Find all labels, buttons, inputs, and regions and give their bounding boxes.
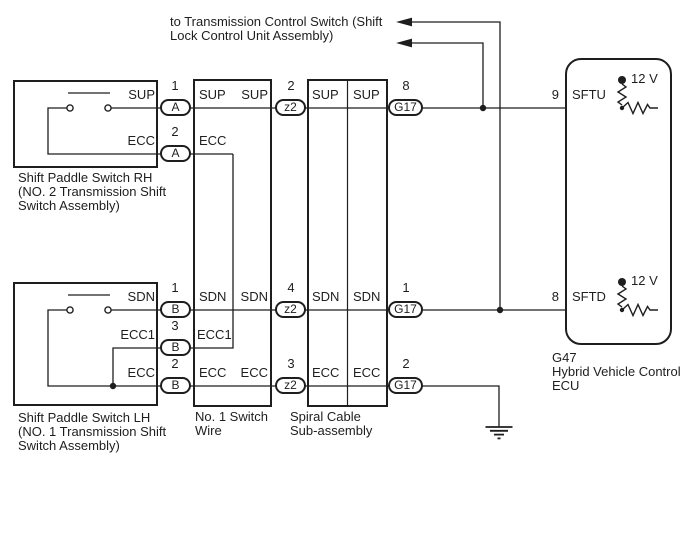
spiral-ecc-right: ECC: [353, 365, 381, 380]
connector-z2-pin2: z2: [275, 99, 306, 116]
switch-contact-lh-left: [66, 306, 74, 314]
connector-z2-pin4: z2: [275, 301, 306, 318]
connector-b-pin2: B: [160, 377, 191, 394]
lh-signal-ecc: ECC: [127, 365, 155, 380]
rh-signal-sup: SUP: [128, 87, 155, 102]
arrow-left-icon-top: [396, 17, 412, 27]
ecu-pin-9: 9: [551, 87, 559, 102]
wire-rh-switch-to-ecc: [47, 107, 233, 155]
ecu-box: [565, 58, 672, 345]
switch-lh-caption-3: Switch Assembly): [18, 438, 120, 453]
pin-number-b3: 3: [171, 318, 179, 333]
switch-contact-lh-right: [104, 306, 112, 314]
wirebox-ecc-left: ECC: [199, 133, 227, 148]
wirebox-sdn-left: SDN: [199, 289, 227, 304]
wirebox-sup-right: SUP: [241, 87, 268, 102]
ecu-caption-2: Hybrid Vehicle Control: [552, 364, 681, 379]
ecu-signal-sftd: SFTD: [572, 289, 606, 304]
switch-rh-box: [13, 80, 158, 168]
resistor-node-sftu: [619, 105, 625, 111]
spiral-sup-left: SUP: [312, 87, 339, 102]
switch-rh-caption-1: Shift Paddle Switch RH: [18, 170, 153, 185]
ecu-pin-8: 8: [551, 289, 559, 304]
wire-arrow-bottom: [410, 42, 484, 108]
pin-number-a1: 1: [171, 78, 179, 93]
spiral-sdn-right: SDN: [353, 289, 381, 304]
spiral-cable-caption-2: Sub-assembly: [290, 423, 373, 438]
lh-signal-ecc1: ECC1: [120, 327, 155, 342]
supply-dot-sftu: [618, 76, 626, 84]
ecu-supply-sftu: 12 V: [631, 71, 658, 86]
junction-dot-ecc: [109, 382, 117, 390]
ecu-signal-sftu: SFTU: [572, 87, 606, 102]
rh-signal-ecc: ECC: [127, 133, 155, 148]
wirebox-eccb-left: ECC: [199, 365, 227, 380]
spiral-cable-box: [307, 79, 388, 407]
switch-lh-caption-2: (NO. 1 Transmission Shift: [18, 424, 167, 439]
switch-lh-box: [13, 282, 158, 406]
ecu-supply-sftd: 12 V: [631, 273, 658, 288]
pin-number-z2-3: 3: [287, 356, 295, 371]
connector-g17-pin8: G17: [388, 99, 423, 116]
pin-number-g17-2: 2: [402, 356, 410, 371]
supply-dot-sftd: [618, 278, 626, 286]
spiral-sdn-left: SDN: [312, 289, 340, 304]
wire-lh-switch-to-ecc-and-ground: [47, 309, 500, 427]
wirebox-sup-left: SUP: [199, 87, 226, 102]
switch-lh-caption-1: Shift Paddle Switch LH: [18, 410, 151, 425]
pin-number-b1: 1: [171, 280, 179, 295]
lh-signal-sdn: SDN: [127, 289, 155, 304]
wire-arrow-top: [410, 21, 501, 310]
pin-number-a2: 2: [171, 124, 179, 139]
switch-contact-rh-right: [104, 104, 112, 112]
connector-z2-pin3: z2: [275, 377, 306, 394]
spiral-cable-caption-1: Spiral Cable: [290, 409, 361, 424]
wirebox-sdn-right: SDN: [240, 289, 268, 304]
junction-dot-sdn: [496, 306, 504, 314]
pin-number-g17-1: 1: [402, 280, 410, 295]
switch-contact-rh-left: [66, 104, 74, 112]
connector-g17-pin2: G17: [388, 377, 423, 394]
switch-wire-caption-1: No. 1 Switch: [195, 409, 268, 424]
ecu-caption-1: G47: [552, 350, 577, 365]
spiral-sup-right: SUP: [353, 87, 380, 102]
junction-dot-sup: [479, 104, 487, 112]
arrow-left-icon-bottom: [396, 38, 412, 48]
resistor-sftu: [616, 83, 658, 116]
ecu-caption-3: ECU: [552, 378, 580, 393]
connector-g17-pin1: G17: [388, 301, 423, 318]
wirebox-ecc1-left: ECC1: [197, 327, 232, 342]
pin-number-b2: 2: [171, 356, 179, 371]
note-line-2: Lock Control Unit Assembly): [170, 28, 334, 43]
switch-rh-caption-3: Switch Assembly): [18, 198, 120, 213]
connector-b-pin1: B: [160, 301, 191, 318]
note-line-1: to Transmission Control Switch (Shift: [170, 14, 383, 29]
wirebox-eccb-right: ECC: [240, 365, 268, 380]
pin-number-g17-8: 8: [402, 78, 410, 93]
pin-number-z2-2: 2: [287, 78, 295, 93]
switch-wire-box: [193, 79, 272, 407]
switch-rh-caption-2: (NO. 2 Transmission Shift: [18, 184, 167, 199]
connector-a-pin1: A: [160, 99, 191, 116]
resistor-sftd: [616, 285, 658, 318]
connector-b-pin3: B: [160, 339, 191, 356]
switch-wire-caption-2: Wire: [195, 423, 222, 438]
pin-number-z2-4: 4: [287, 280, 295, 295]
ground-icon: [485, 426, 513, 440]
spiral-ecc-left: ECC: [312, 365, 340, 380]
resistor-node-sftd: [619, 307, 625, 313]
connector-a-pin2: A: [160, 145, 191, 162]
